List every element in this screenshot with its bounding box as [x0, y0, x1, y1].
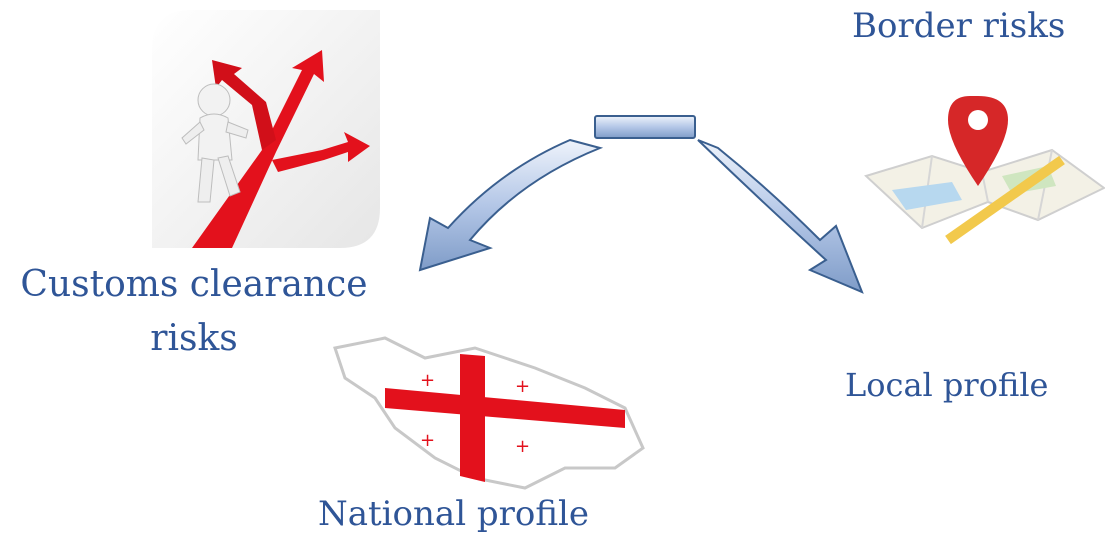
- local-profile-label: Local profile: [845, 366, 1049, 404]
- border-risks-label: Border risks: [852, 6, 1066, 46]
- svg-text:+: +: [515, 376, 530, 397]
- georgia-flag-map-icon: + + + +: [325, 318, 650, 500]
- person-choosing-path-arrows-icon: [152, 10, 380, 248]
- customs-clearance-risks-label: Customs clearance risks: [20, 264, 368, 359]
- map-location-pin-icon: [852, 90, 1105, 258]
- split-curved-arrows-icon: [400, 100, 870, 310]
- national-profile-label: National profile: [318, 494, 590, 534]
- svg-text:+: +: [420, 370, 435, 391]
- svg-text:+: +: [420, 430, 435, 451]
- svg-text:+: +: [515, 436, 530, 457]
